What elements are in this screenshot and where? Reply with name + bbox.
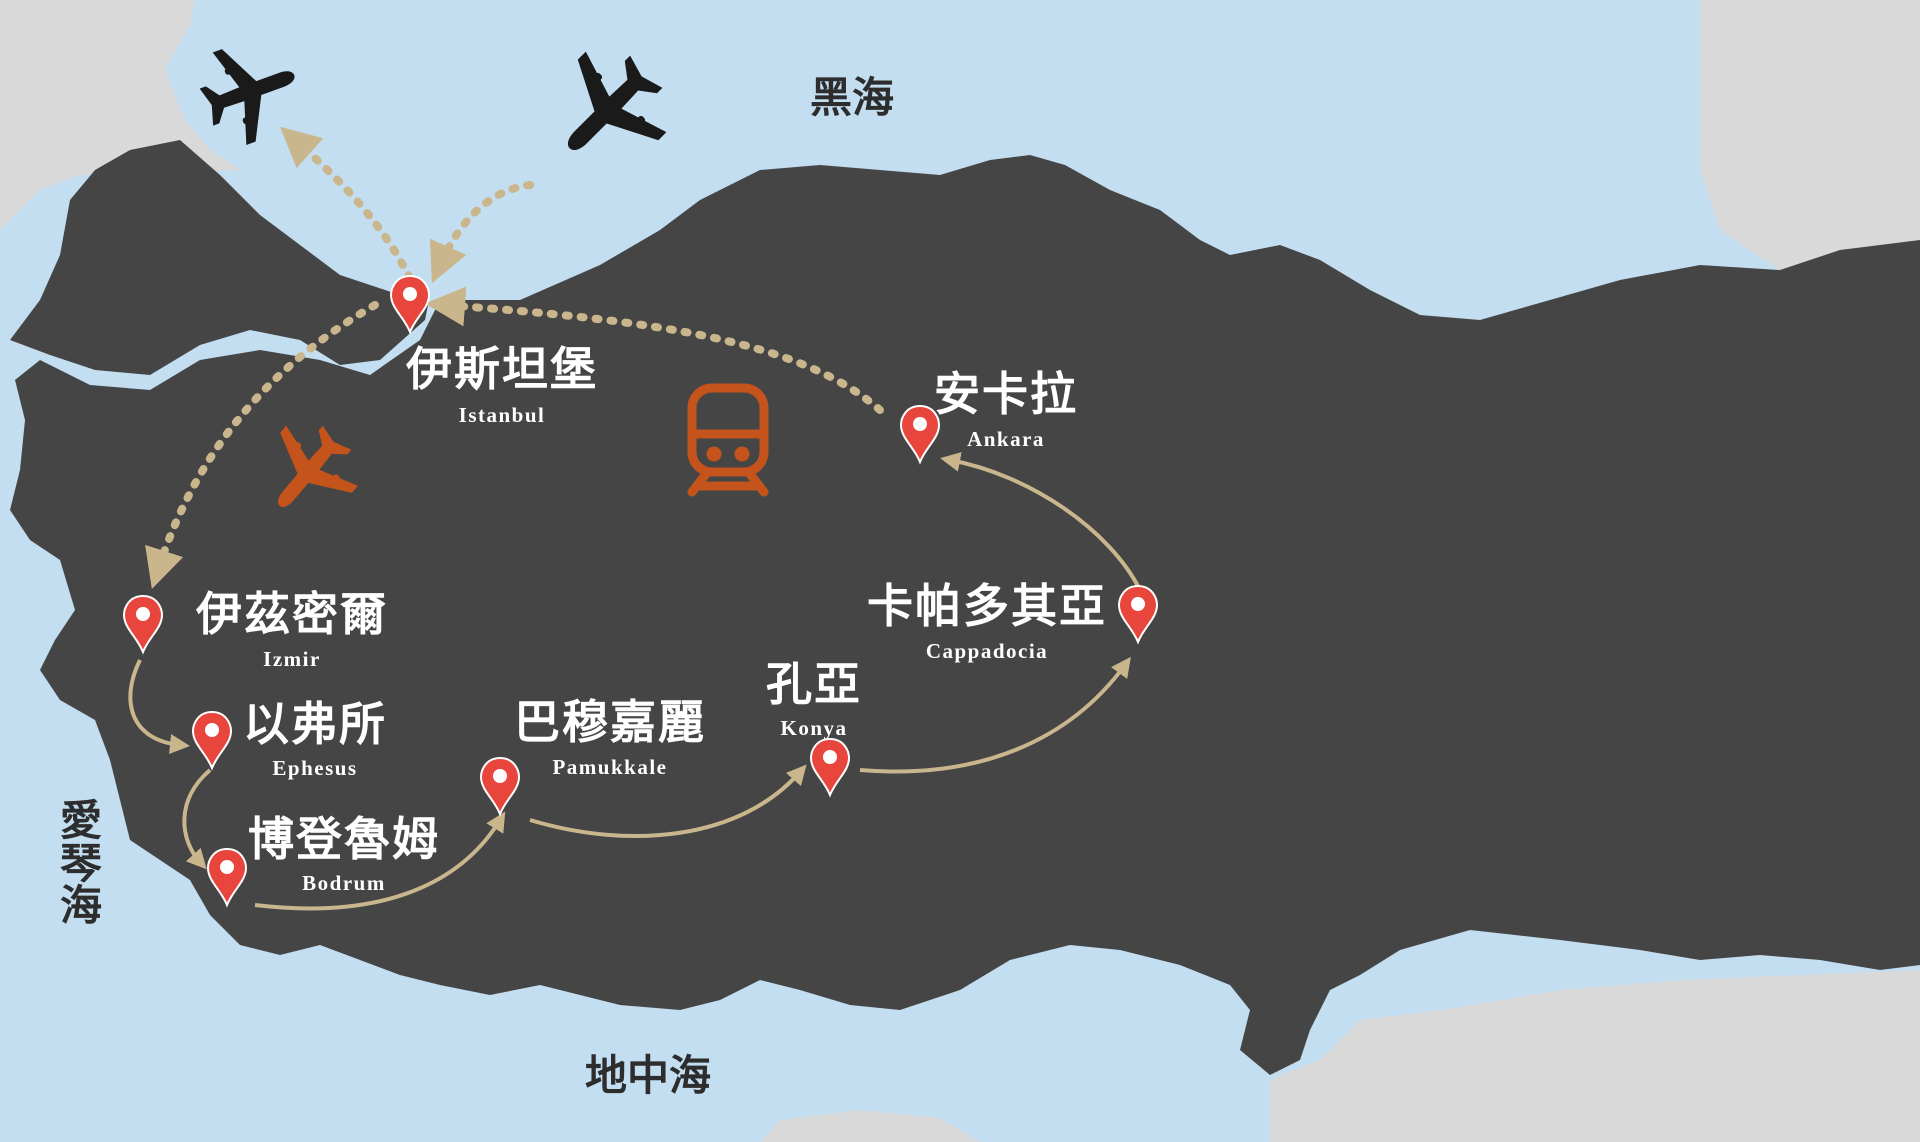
svg-text:Ankara: Ankara [967,427,1045,451]
city-label-izmir: 伊茲密爾 Izmir [195,587,388,671]
train-icon [687,383,769,497]
svg-text:巴穆嘉麗: 巴穆嘉麗 [514,695,706,749]
route-bodrum-pamukkale [254,811,506,911]
svg-text:安卡拉: 安卡拉 [934,367,1078,421]
svg-text:Konya: Konya [780,716,847,740]
route-ankara-istanbul [425,286,884,414]
city-label-cappadocia: 卡帕多其亞 Cappadocia [867,579,1107,663]
city-label-pamukkale: 巴穆嘉麗 Pamukkale [514,695,706,779]
sea-label-black-sea: 黑海 [810,73,894,122]
svg-text:Istanbul: Istanbul [459,403,546,427]
svg-text:孔亞: 孔亞 [766,657,862,711]
city-label-bodrum: 博登魯姆 Bodrum [248,812,440,895]
svg-text:Cappadocia: Cappadocia [926,639,1048,663]
land-turkey-thrace [10,140,430,375]
sea-label-mediterranean: 地中海 [585,1051,711,1100]
route-arrival-istanbul [429,181,534,284]
svg-text:以弗所: 以弗所 [243,697,387,751]
svg-text:Pamukkale: Pamukkale [552,755,667,779]
route-pamukkale-konya [529,764,807,838]
svg-text:愛: 愛 [60,796,102,845]
route-konya-cappadocia [859,656,1131,774]
svg-text:博登魯姆: 博登魯姆 [248,812,440,866]
city-label-konya: 孔亞 Konya [766,657,862,740]
svg-text:Ephesus: Ephesus [272,756,357,780]
land-syria [1270,970,1920,1142]
city-label-ankara: 安卡拉 Ankara [934,367,1078,451]
city-label-ephesus: 以弗所 Ephesus [243,697,387,780]
route-istanbul-departure [280,126,414,282]
city-label-istanbul: 伊斯坦堡 Istanbul [405,342,598,427]
svg-text:卡帕多其亞: 卡帕多其亞 [867,579,1107,633]
svg-text:琴: 琴 [60,839,102,888]
land-turkey-anatolia [10,155,1920,1075]
land-cyprus [760,1110,980,1142]
svg-text:Bodrum: Bodrum [302,871,386,895]
route-istanbul-izmir [145,301,379,590]
svg-text:伊斯坦堡: 伊斯坦堡 [405,342,598,396]
svg-text:Izmir: Izmir [263,647,321,671]
svg-text:海: 海 [60,881,102,930]
route-izmir-ephesus [128,659,190,754]
svg-text:伊茲密爾: 伊茲密爾 [195,587,388,641]
route-ephesus-bodrum [182,768,212,870]
route-cappadocia-ankara [940,452,1142,591]
sea-label-aegean: 愛 琴 海 [60,796,102,930]
